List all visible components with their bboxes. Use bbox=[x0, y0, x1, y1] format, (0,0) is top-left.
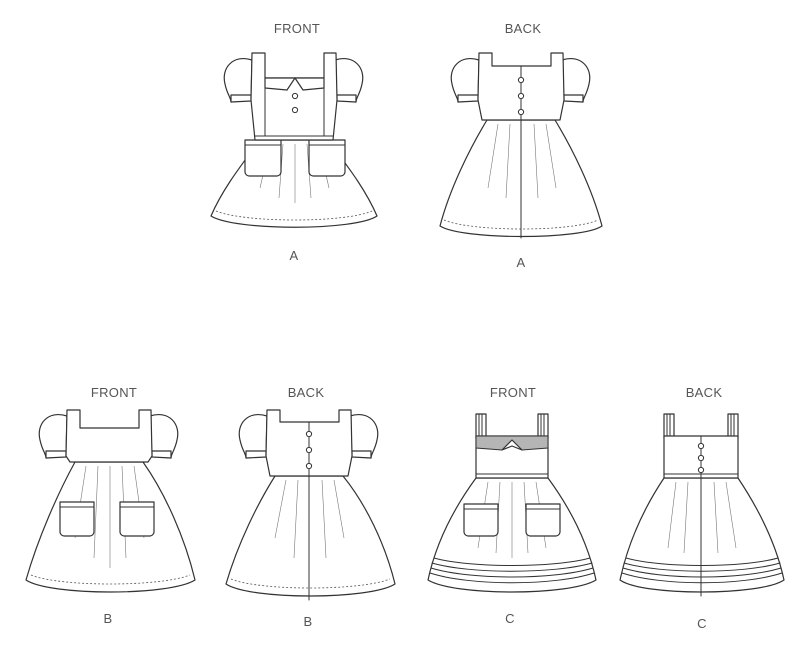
dress-c-front-sketch bbox=[427, 413, 597, 593]
dress-a-front-sketch bbox=[210, 52, 378, 228]
view-c-back-title: BACK bbox=[685, 385, 723, 400]
dress-b-back-sketch bbox=[225, 409, 396, 601]
view-b-back-caption: B bbox=[303, 614, 313, 629]
view-a-back-title: BACK bbox=[504, 21, 542, 36]
view-b-front-title: FRONT bbox=[90, 385, 138, 400]
view-b-front-caption: B bbox=[103, 611, 113, 626]
view-a-front-title: FRONT bbox=[273, 21, 321, 36]
view-a-front-caption: A bbox=[289, 248, 299, 263]
view-c-front-title: FRONT bbox=[489, 385, 537, 400]
view-a-back-caption: A bbox=[516, 255, 526, 270]
view-b-back-title: BACK bbox=[287, 385, 325, 400]
dress-c-back-sketch bbox=[619, 413, 785, 597]
view-c-front-caption: C bbox=[505, 611, 515, 626]
dress-b-front-sketch bbox=[25, 409, 196, 593]
dress-a-back-sketch bbox=[439, 52, 603, 239]
view-c-back-caption: C bbox=[697, 616, 707, 631]
